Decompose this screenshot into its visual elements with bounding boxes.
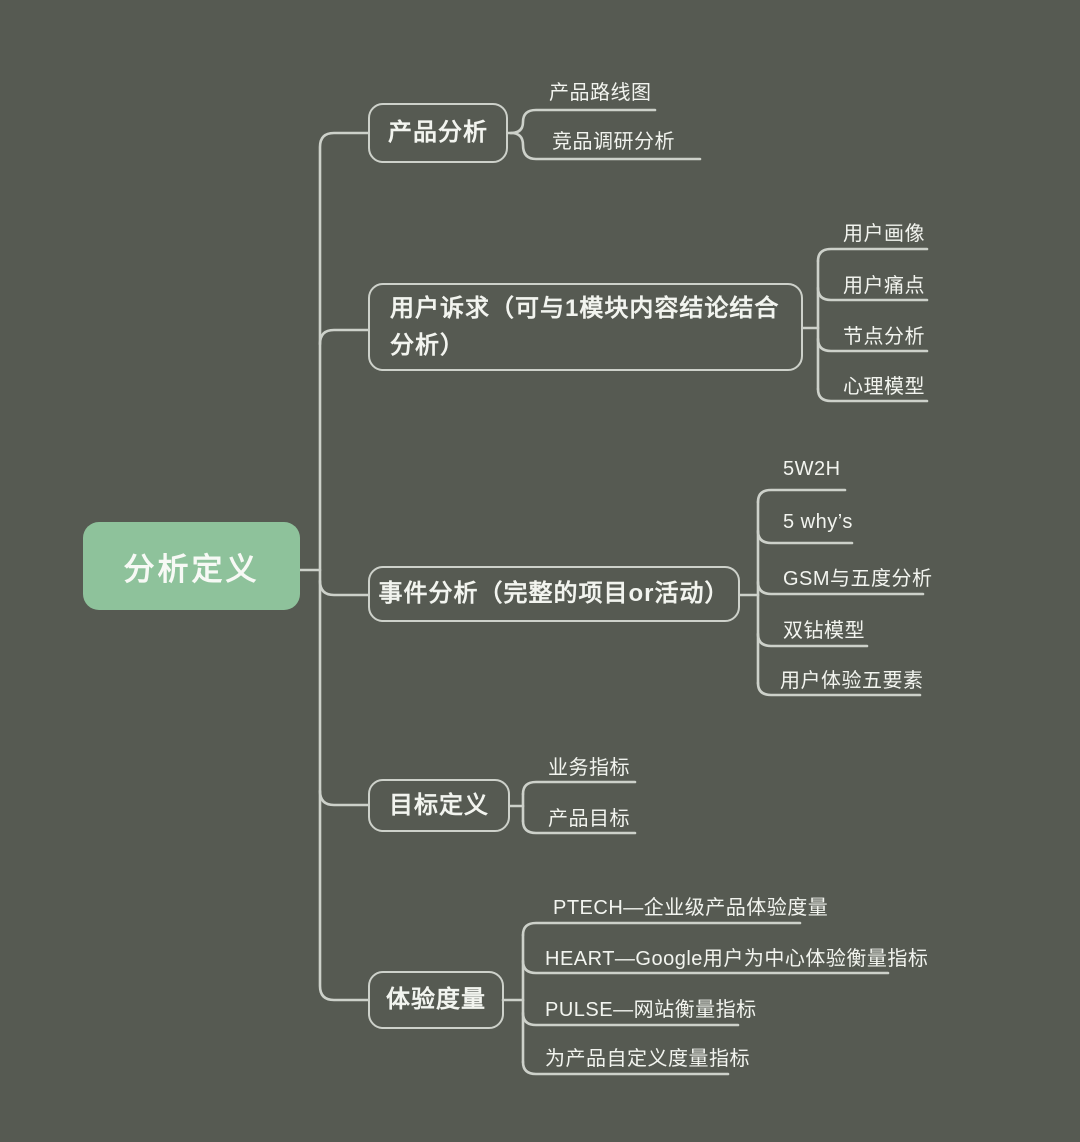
connector-pulse: [521, 1011, 740, 1027]
subtopic-5w2h[interactable]: 5W2H: [783, 458, 841, 480]
connector-product-goals: [521, 819, 637, 835]
subtopic-user-pain-points[interactable]: 用户痛点: [843, 275, 925, 297]
subtopic-node-analysis[interactable]: 节点分析: [843, 326, 925, 348]
connector-branch-goal-definition: [318, 789, 370, 807]
subtopic-mental-model[interactable]: 心理模型: [843, 376, 925, 398]
connector-trunk: [318, 131, 370, 1002]
subtopic-ptech-metrics[interactable]: PTECH—企业级产品体验度量: [553, 897, 829, 919]
root-topic[interactable]: 分析定义: [83, 522, 300, 610]
connector-5w2h: [756, 488, 847, 504]
connector-node-analysis: [816, 337, 929, 353]
connector-branch-user-demands: [318, 328, 370, 346]
connector-five-elements: [756, 681, 922, 697]
connector-product-roadmap: [509, 108, 657, 135]
connector-mental-model: [816, 387, 929, 403]
connector-business-metrics: [521, 780, 637, 796]
subtopic-business-metrics[interactable]: 业务指标: [548, 757, 630, 779]
subtopic-custom-product-metrics[interactable]: 为产品自定义度量指标: [545, 1048, 750, 1070]
connector-user-pain-points: [816, 286, 929, 302]
subtopic-5-whys[interactable]: 5 why’s: [783, 511, 853, 533]
subtopic-gsm-five-degree-analysis[interactable]: GSM与五度分析: [783, 568, 933, 590]
connector-branch-event-analysis: [318, 579, 370, 597]
branch-goal-definition[interactable]: 目标定义: [368, 779, 510, 832]
subtopic-pulse-metrics[interactable]: PULSE—网站衡量指标: [545, 999, 757, 1021]
connector-double-diamond: [756, 632, 869, 648]
subtopic-competitor-research-analysis[interactable]: 竞品调研分析: [552, 131, 675, 153]
subtopic-product-roadmap[interactable]: 产品路线图: [549, 82, 652, 104]
connector-user-persona: [816, 247, 929, 263]
connector-custom-metrics: [521, 1060, 730, 1076]
subtopic-heart-metrics[interactable]: HEART—Google用户为中心体验衡量指标: [545, 948, 929, 970]
subtopic-user-persona[interactable]: 用户画像: [843, 223, 925, 245]
subtopic-double-diamond-model[interactable]: 双钻模型: [783, 620, 865, 642]
branch-event-analysis[interactable]: 事件分析（完整的项目or活动）: [368, 566, 740, 622]
branch-experience-measurement[interactable]: 体验度量: [368, 971, 504, 1029]
connector-competitor-research: [509, 131, 702, 161]
connector-5whys: [756, 529, 854, 545]
subtopic-five-elements-of-ux[interactable]: 用户体验五要素: [780, 670, 924, 692]
connector-heart: [521, 959, 890, 975]
branch-user-demands[interactable]: 用户诉求（可与1模块内容结论结合分析）: [368, 283, 803, 371]
branch-product-analysis[interactable]: 产品分析: [368, 103, 508, 163]
subtopic-product-goals[interactable]: 产品目标: [548, 808, 630, 830]
connector-ptech: [521, 921, 802, 937]
connector-gsm: [756, 580, 925, 596]
